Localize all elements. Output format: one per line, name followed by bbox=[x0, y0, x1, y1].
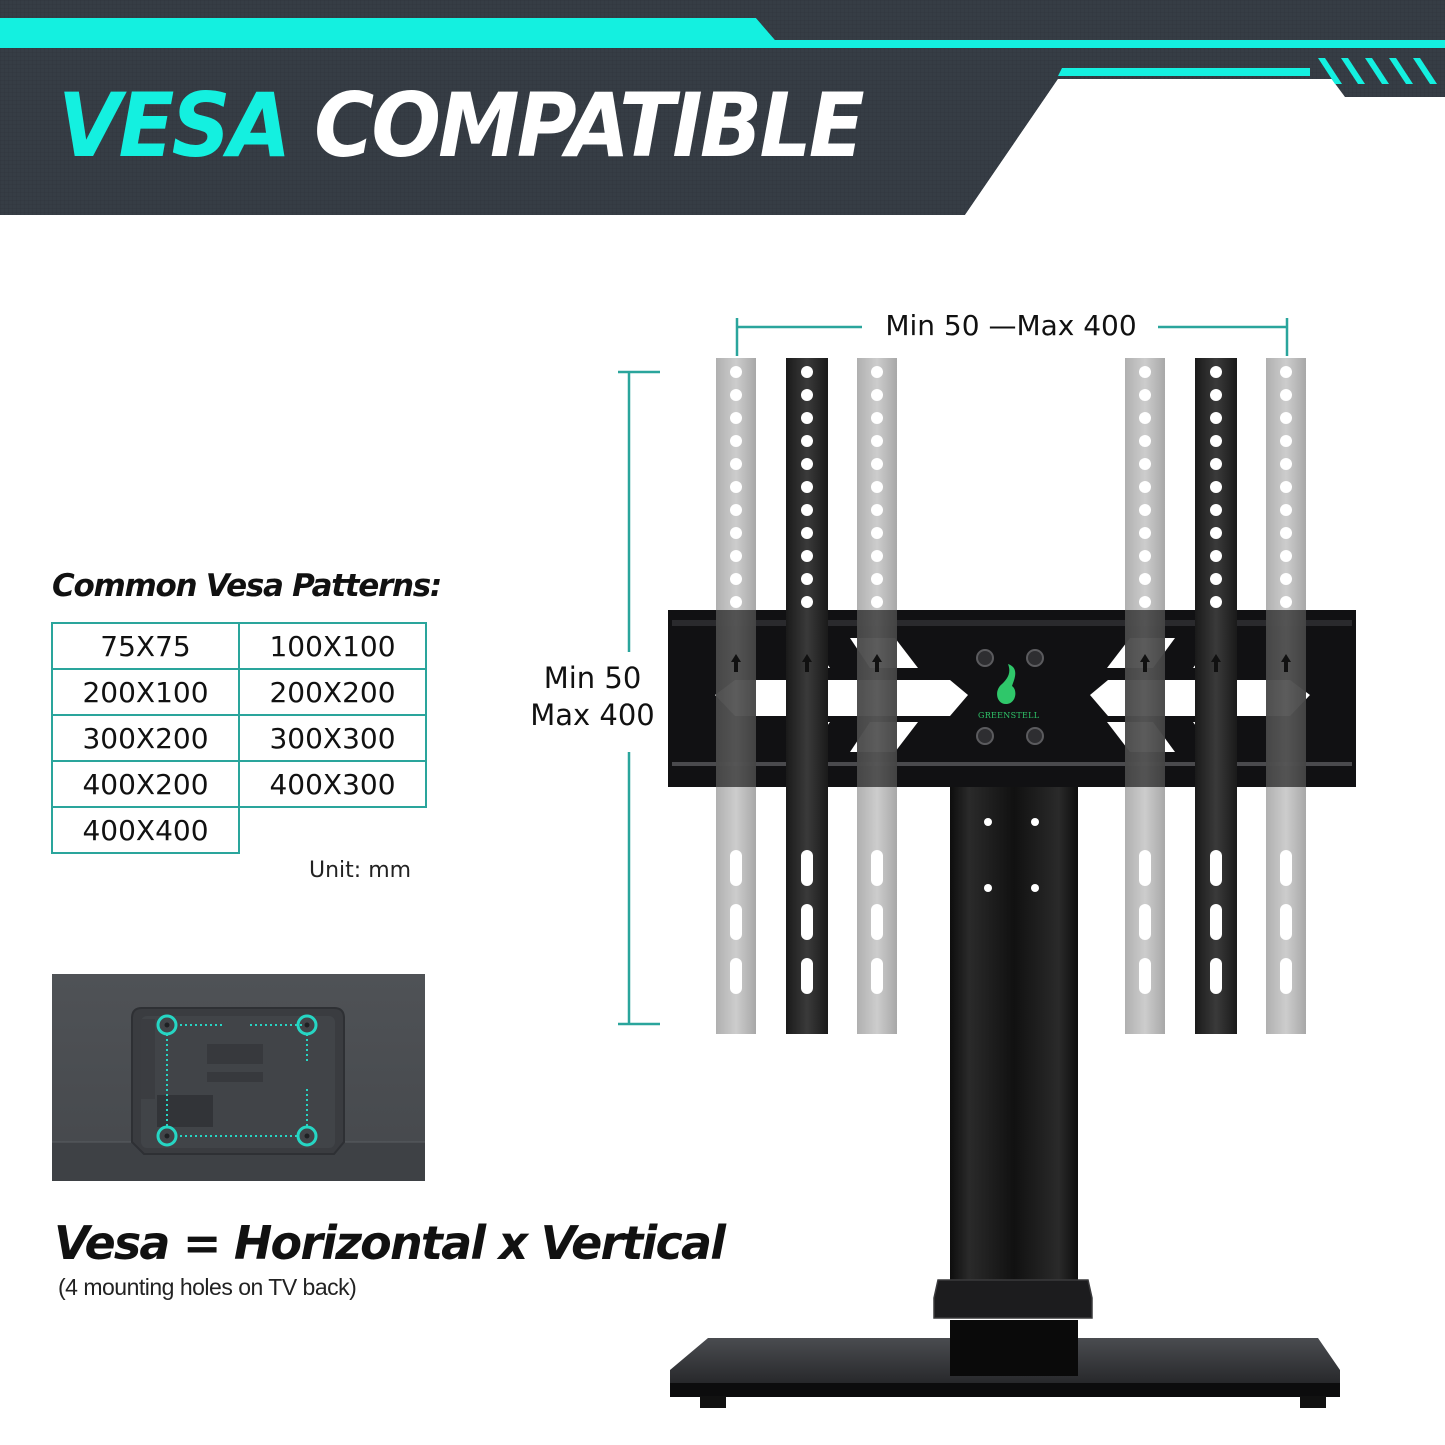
table-cell: 75X75 bbox=[51, 622, 240, 670]
vesa-formula-note: (4 mounting holes on TV back) bbox=[58, 1274, 357, 1300]
vertical-bracket-arms bbox=[716, 358, 1306, 1034]
bar-holes-col4 bbox=[1139, 366, 1151, 994]
table-row: 300X200 300X300 bbox=[51, 714, 427, 762]
bar-holes-col3 bbox=[871, 366, 883, 994]
patterns-title: Common Vesa Patterns: bbox=[52, 568, 442, 604]
page-title: VESA COMPATIBLE bbox=[58, 82, 865, 170]
table-cell: 200X200 bbox=[238, 668, 427, 716]
table-row: 75X75 100X100 bbox=[51, 622, 427, 670]
horizontal-dimension-label: Min 50 —Max 400 bbox=[868, 309, 1154, 342]
vertical-dimension-min: Min 50 bbox=[543, 661, 642, 695]
stand-base bbox=[670, 1338, 1340, 1396]
vesa-formula: Vesa = Horizontal x Vertical bbox=[54, 1216, 726, 1270]
table-cell: 400X300 bbox=[238, 760, 427, 808]
bar-holes-col5 bbox=[1210, 366, 1222, 994]
table-row: 400X400 bbox=[51, 806, 426, 854]
stand-pole bbox=[950, 785, 1078, 1305]
table-cell: 400X200 bbox=[51, 760, 240, 808]
mounting-plate bbox=[668, 610, 1356, 787]
table-row: 200X100 200X200 bbox=[51, 668, 427, 716]
header-banner: VESA COMPATIBLE bbox=[0, 0, 1445, 215]
title-accent: VESA bbox=[58, 74, 291, 177]
arrow-up-icons bbox=[731, 654, 1291, 672]
title-main: COMPATIBLE bbox=[314, 74, 865, 177]
table-row: 400X200 400X300 bbox=[51, 760, 427, 808]
bar-holes-col1 bbox=[730, 366, 742, 994]
brand-name: GREENSTELL bbox=[978, 711, 1040, 720]
stripes-icon bbox=[1318, 58, 1437, 84]
tv-back-mounting-holes-icon bbox=[52, 974, 425, 1181]
table-cell: 300X200 bbox=[51, 714, 240, 762]
vertical-dimension-label: Min 50 Max 400 bbox=[520, 660, 665, 734]
table-cell: 100X100 bbox=[238, 622, 427, 670]
vesa-patterns-table: 75X75 100X100 200X100 200X200 300X200 30… bbox=[51, 622, 427, 854]
stand-collar bbox=[933, 1279, 1093, 1319]
table-cell: 400X400 bbox=[51, 806, 240, 854]
unit-label: Unit: mm bbox=[309, 858, 412, 883]
table-cell-empty bbox=[239, 807, 426, 853]
table-cell: 200X100 bbox=[51, 668, 240, 716]
table-cell: 300X300 bbox=[238, 714, 427, 762]
greenstell-logo-icon bbox=[997, 664, 1016, 704]
bar-holes-col6 bbox=[1280, 366, 1292, 994]
banner-background bbox=[0, 0, 1445, 215]
bar-holes-col2 bbox=[801, 366, 813, 994]
vertical-dimension-max: Max 400 bbox=[530, 698, 655, 732]
